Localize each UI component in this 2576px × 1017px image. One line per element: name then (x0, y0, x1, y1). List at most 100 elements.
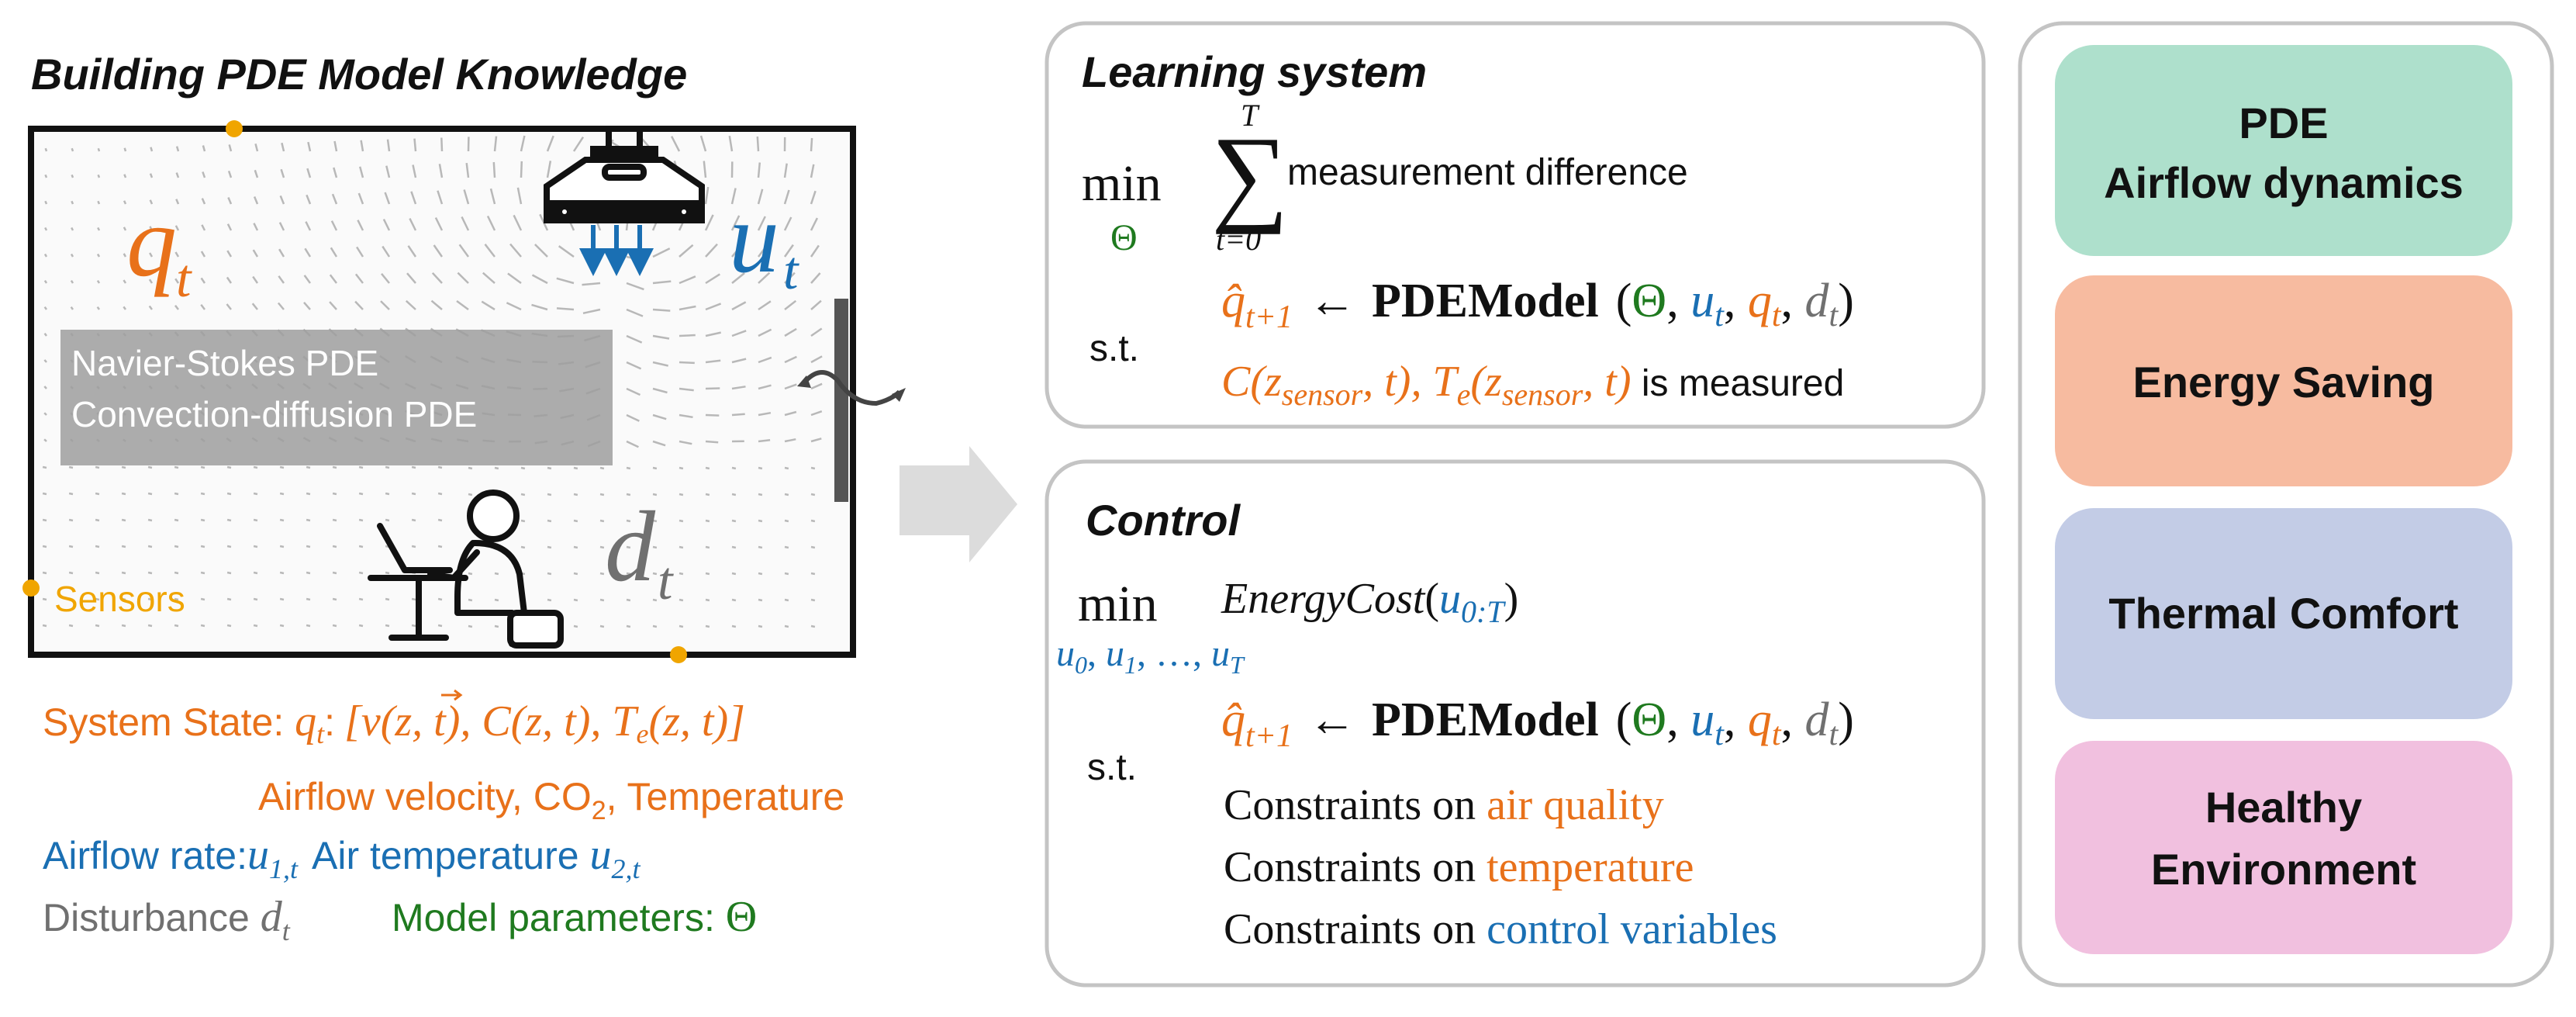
airflow-vector (468, 466, 473, 470)
airflow-vector (121, 597, 126, 601)
airflow-vector (381, 273, 390, 284)
airflow-vector (407, 245, 417, 258)
airflow-vector (147, 518, 153, 522)
airflow-vector (226, 465, 232, 469)
airflow-vector (356, 246, 364, 258)
airflow-vector (652, 440, 666, 447)
airflow-vector (200, 465, 205, 469)
airflow-vector (123, 306, 127, 310)
airflow-vector (253, 492, 258, 496)
airflow-vector (360, 140, 364, 152)
airflow-vector (174, 278, 180, 284)
airflow-vector (783, 189, 790, 205)
airflow-vector (306, 545, 311, 548)
airflow-vector (279, 597, 285, 601)
airflow-vector (95, 624, 100, 628)
airflow-vector (758, 328, 772, 337)
airflow-vector (810, 466, 816, 470)
airflow-vector (758, 572, 763, 576)
airflow-vector (534, 244, 548, 258)
airflow-vector (149, 252, 154, 258)
airflow-vector (652, 413, 667, 420)
airflow-vector (784, 383, 797, 390)
airflow-vector (705, 359, 721, 364)
airflow-vector (68, 571, 74, 575)
airflow-vector (582, 282, 601, 286)
airflow-vector (531, 303, 548, 311)
airflow-vector (652, 280, 672, 285)
airflow-vector (358, 545, 364, 548)
airflow-vector (757, 162, 761, 178)
airflow-vector (412, 164, 417, 178)
airflow-vector (253, 597, 258, 601)
airflow-vector (784, 272, 796, 284)
airflow-vector (599, 466, 605, 470)
airflow-vector (228, 144, 233, 152)
airflow-vector (306, 624, 311, 628)
learning-min: min (1082, 155, 1162, 212)
airflow-vector (679, 244, 694, 258)
airflow-vector (784, 438, 796, 443)
airflow-vector (626, 572, 631, 576)
airflow-vector (385, 571, 390, 575)
learning-system-panel: Learning system min Θ T ∑ t=0 measuremen… (1045, 21, 1986, 429)
airflow-vector (784, 299, 797, 310)
airflow-vector (97, 227, 101, 231)
airflow-vector (810, 624, 816, 628)
objectives-panel: PDE Airflow dynamics Energy Saving Therm… (2018, 21, 2554, 988)
airflow-vector (306, 194, 312, 205)
airflow-vector (200, 624, 205, 628)
airflow-vector (652, 624, 658, 628)
airflow-vector (202, 145, 206, 152)
airflow-vector (558, 245, 575, 258)
airflow-vector (382, 219, 391, 231)
airflow-vector (810, 355, 823, 364)
airflow-vector (44, 174, 48, 178)
airflow-vector (457, 272, 469, 284)
airflow-vector (277, 302, 285, 310)
airflow-vector (96, 306, 101, 310)
airflow-vector (43, 279, 48, 284)
airflow-vector (174, 225, 180, 231)
airflow-vector (123, 174, 127, 178)
airflow-vector (468, 624, 473, 628)
airflow-vector (652, 387, 668, 394)
sensor-dot-icon (670, 646, 687, 663)
airflow-vector (679, 361, 695, 365)
sensor-dot-icon (226, 120, 243, 137)
airflow-vector (468, 493, 473, 496)
airflow-vector (757, 216, 766, 231)
airflow-vector (731, 243, 744, 258)
airflow-vector (406, 272, 416, 284)
airflow-vector (200, 518, 205, 522)
airflow-vector (44, 147, 48, 152)
airflow-vector (253, 465, 258, 469)
airflow-vector (96, 253, 101, 258)
airflow-vector (332, 492, 337, 496)
constraint-temperature: Constraints on temperature (1224, 843, 1694, 891)
airflow-vector (254, 143, 259, 152)
airflow-vector (652, 572, 658, 576)
airflow-vector (174, 545, 179, 548)
airflow-vector (174, 624, 179, 628)
airflow-vector (147, 465, 153, 469)
airflow-vector (506, 302, 522, 311)
airflow-vector (705, 273, 720, 285)
airflow-vector (728, 136, 734, 152)
airflow-vector (95, 518, 100, 522)
airflow-vector (95, 571, 100, 575)
airflow-vector (174, 465, 179, 469)
airflow-vector (333, 167, 338, 178)
airflow-vector (200, 304, 205, 310)
airflow-vector (121, 465, 126, 469)
airflow-vector (626, 334, 643, 344)
airflow-vector (42, 597, 47, 601)
airflow-vector (411, 518, 416, 522)
airflow-vector (42, 571, 47, 575)
airflow-vector (226, 276, 233, 284)
airflow-vector (438, 164, 444, 178)
airflow-vector (306, 597, 311, 601)
state-description: Airflow velocity, CO2, Temperature (258, 775, 844, 825)
airflow-vector (409, 218, 417, 231)
airflow-vector (810, 382, 823, 390)
